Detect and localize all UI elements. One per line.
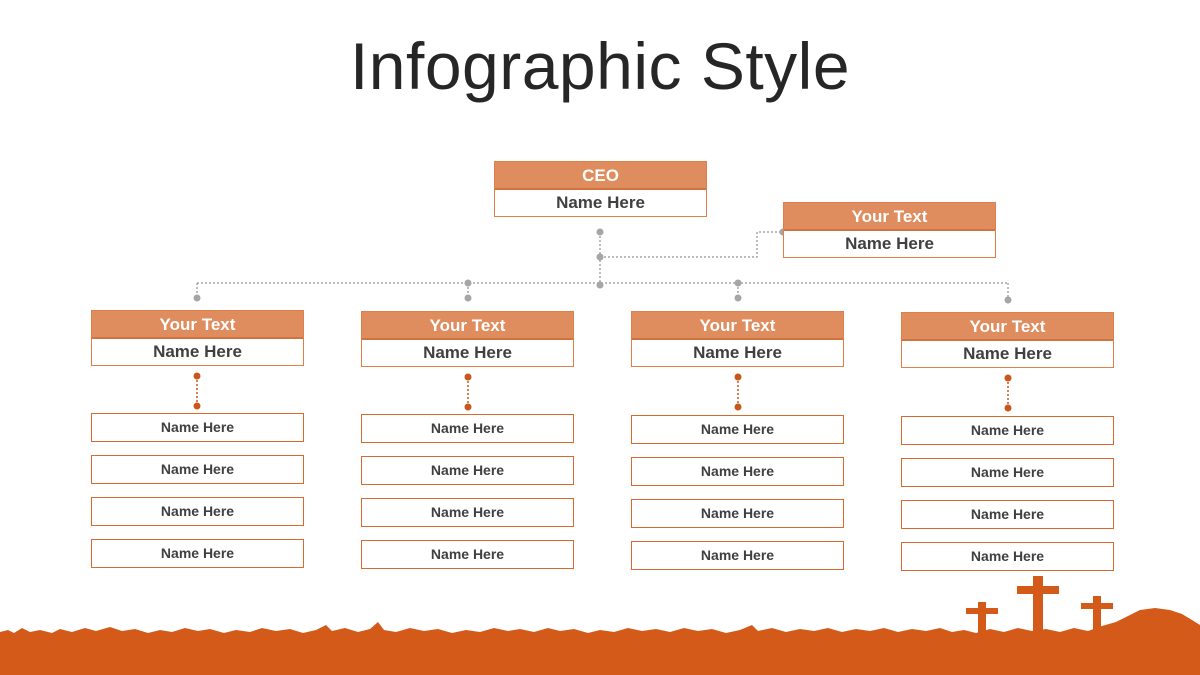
connector-dot: [734, 294, 742, 302]
member-box: Name Here: [631, 415, 844, 444]
department-card-3: Your Text Name Here: [631, 311, 844, 367]
large-cross-icon: [1033, 576, 1043, 644]
department-role: Your Text: [92, 311, 303, 339]
connector-dot: [193, 372, 201, 380]
member-box: Name Here: [901, 458, 1114, 487]
ceo-name: Name Here: [556, 193, 645, 212]
connector-dot: [464, 294, 472, 302]
connector-dot: [734, 279, 742, 287]
member-box: Name Here: [361, 414, 574, 443]
assistant-connector: [600, 231, 783, 258]
connector-dot: [1004, 296, 1012, 304]
member-box: Name Here: [361, 498, 574, 527]
department-role: Your Text: [362, 312, 573, 340]
department-head-name: Name Here: [963, 344, 1052, 363]
member-box: Name Here: [361, 540, 574, 569]
connector-dot: [1004, 404, 1012, 412]
connector-dot: [193, 294, 201, 302]
department-role: Your Text: [632, 312, 843, 340]
connector-dot: [734, 403, 742, 411]
member-box: Name Here: [91, 539, 304, 568]
ceo-role: CEO: [495, 162, 706, 190]
department-head-name: Name Here: [423, 343, 512, 362]
connector-dot: [1004, 374, 1012, 382]
member-box: Name Here: [901, 542, 1114, 571]
member-box: Name Here: [631, 457, 844, 486]
member-box: Name Here: [901, 416, 1114, 445]
department-card-2: Your Text Name Here: [361, 311, 574, 367]
member-box: Name Here: [631, 499, 844, 528]
ceo-card: CEO Name Here: [494, 161, 707, 217]
page-title: Infographic Style: [349, 29, 851, 103]
department-head-name: Name Here: [693, 343, 782, 362]
member-box: Name Here: [91, 413, 304, 442]
connector-dot: [464, 403, 472, 411]
connector-dot: [734, 373, 742, 381]
department-card-1: Your Text Name Here: [91, 310, 304, 366]
department-head-name: Name Here: [153, 342, 242, 361]
right-cross-icon: [1093, 596, 1101, 640]
member-box: Name Here: [631, 541, 844, 570]
ground-silhouette: [0, 608, 1200, 675]
small-cross-icon: [978, 602, 986, 647]
department-card-4: Your Text Name Here: [901, 312, 1114, 368]
connector-dot: [596, 253, 604, 261]
member-box: Name Here: [91, 497, 304, 526]
assistant-role: Your Text: [784, 203, 995, 231]
department-role: Your Text: [902, 313, 1113, 341]
member-box: Name Here: [361, 456, 574, 485]
graveyard-ground-decoration: [0, 576, 1200, 675]
member-box: Name Here: [91, 455, 304, 484]
member-box: Name Here: [901, 500, 1114, 529]
assistant-card: Your Text Name Here: [783, 202, 996, 258]
connector-dot: [193, 402, 201, 410]
connector-dot: [596, 281, 604, 289]
connector-dot: [464, 373, 472, 381]
connector-dot: [596, 228, 604, 236]
connector-dot: [464, 279, 472, 287]
assistant-name: Name Here: [845, 234, 934, 253]
